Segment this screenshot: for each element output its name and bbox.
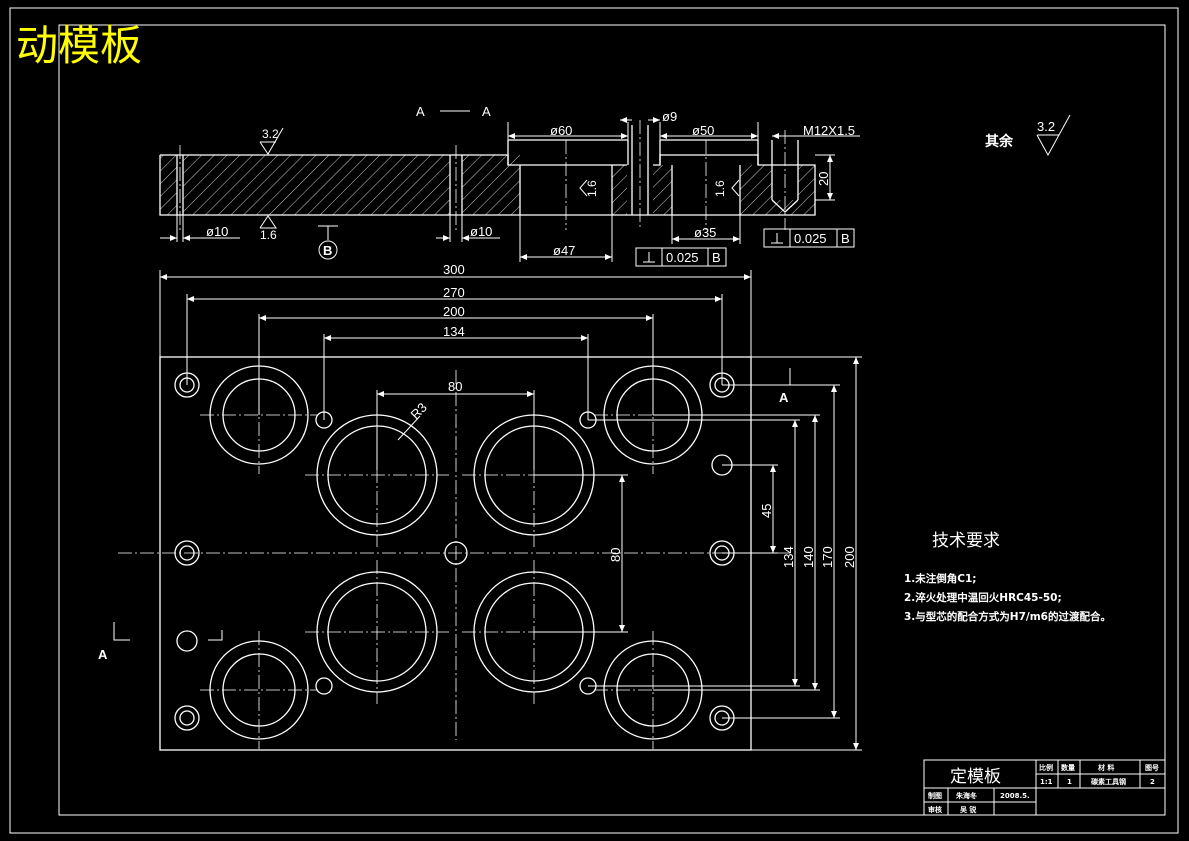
svg-text:1: 1 [1067, 778, 1072, 786]
main-title: 动模板 [16, 21, 142, 70]
section-view: A A [159, 104, 860, 267]
datum-b-circle [318, 240, 338, 260]
title-block: 定模板 比例 数量 材 料 图号 1:1 1 碳素工具钢 2 制图 朱海冬 20… [923, 759, 1166, 816]
svg-text:A: A [98, 647, 108, 662]
svg-text:3.2: 3.2 [1037, 119, 1055, 134]
svg-text:B: B [841, 231, 850, 246]
tech-title: 技术要求 [932, 531, 1000, 550]
svg-text:1.6: 1.6 [585, 180, 599, 197]
tech-requirements: 技术要求 1.未注倒角C1; 2.淬火处理中温回火HRC45-50; 3.与型芯… [904, 531, 1111, 623]
svg-text:B: B [323, 243, 332, 258]
section-hatch-left [160, 155, 450, 215]
svg-text:ø35: ø35 [694, 225, 716, 240]
svg-text:140: 140 [801, 546, 816, 568]
guide-hole-tl [200, 356, 318, 474]
cavity-tr [462, 403, 606, 547]
cavity-bl [305, 560, 449, 704]
guide-hole-tr [594, 356, 712, 474]
svg-text:2008.5.: 2008.5. [1000, 792, 1030, 800]
guide-hole-br [594, 631, 712, 749]
svg-text:M12X1.5: M12X1.5 [803, 123, 855, 138]
section-label-a-left: A [416, 104, 425, 119]
svg-text:数量: 数量 [1061, 763, 1075, 772]
svg-text:200: 200 [443, 304, 465, 319]
tech-item-2: 2.淬火处理中温回火HRC45-50; [904, 591, 1062, 604]
svg-text:1.6: 1.6 [713, 180, 727, 197]
svg-text:比例: 比例 [1039, 763, 1053, 772]
svg-text:134: 134 [781, 546, 796, 568]
section-hatch-mid [462, 155, 520, 215]
svg-text:3.2: 3.2 [262, 127, 279, 141]
svg-text:1.6: 1.6 [260, 228, 277, 242]
svg-text:45: 45 [759, 504, 774, 518]
svg-text:R3: R3 [408, 400, 430, 422]
perp-tolerance-frame-1: 0.025 B [635, 247, 727, 267]
cavity-br [462, 560, 606, 704]
svg-text:2: 2 [1150, 778, 1155, 786]
svg-text:80: 80 [608, 548, 623, 562]
remaining-label: 其余 [985, 133, 1014, 149]
svg-text:134: 134 [443, 324, 465, 339]
screw-holes [174, 372, 735, 731]
part-name: 定模板 [950, 767, 1001, 786]
svg-text:20: 20 [816, 172, 831, 186]
section-label-a-right: A [482, 104, 491, 119]
perp-tolerance-frame-2: 0.025 B [763, 228, 855, 248]
svg-text:270: 270 [443, 285, 465, 300]
tech-item-3: 3.与型芯的配合方式为H7/m6的过渡配合。 [904, 610, 1111, 623]
svg-text:ø9: ø9 [662, 109, 677, 124]
svg-text:吴 锐: 吴 锐 [960, 805, 976, 814]
inner-frame [58, 24, 1166, 816]
plan-view: 300 270 200 134 80 200 170 140 134 [98, 262, 862, 751]
svg-text:碳素工具钢: 碳素工具钢 [1091, 777, 1126, 786]
cavity-tl [305, 403, 449, 547]
outer-frame [9, 7, 1179, 834]
svg-text:ø60: ø60 [550, 123, 572, 138]
svg-text:制图: 制图 [928, 791, 942, 800]
svg-text:ø10: ø10 [470, 224, 492, 239]
svg-text:0.025: 0.025 [666, 250, 699, 265]
svg-text:170: 170 [820, 546, 835, 568]
svg-text:80: 80 [448, 379, 462, 394]
guide-hole-bl [200, 631, 318, 749]
svg-text:B: B [712, 250, 721, 265]
svg-text:200: 200 [842, 546, 857, 568]
svg-text:材 料: 材 料 [1097, 763, 1114, 772]
svg-text:1:1: 1:1 [1040, 778, 1053, 786]
svg-text:ø47: ø47 [553, 243, 575, 258]
svg-text:ø50: ø50 [692, 123, 714, 138]
plate-outline [159, 356, 752, 751]
svg-text:朱海冬: 朱海冬 [956, 791, 977, 800]
svg-text:审核: 审核 [928, 805, 942, 814]
svg-text:0.025: 0.025 [794, 231, 827, 246]
svg-text:图号: 图号 [1145, 763, 1159, 772]
svg-text:ø10: ø10 [206, 224, 228, 239]
svg-text:A: A [779, 390, 789, 405]
svg-text:300: 300 [443, 262, 465, 277]
tech-item-1: 1.未注倒角C1; [904, 572, 977, 585]
